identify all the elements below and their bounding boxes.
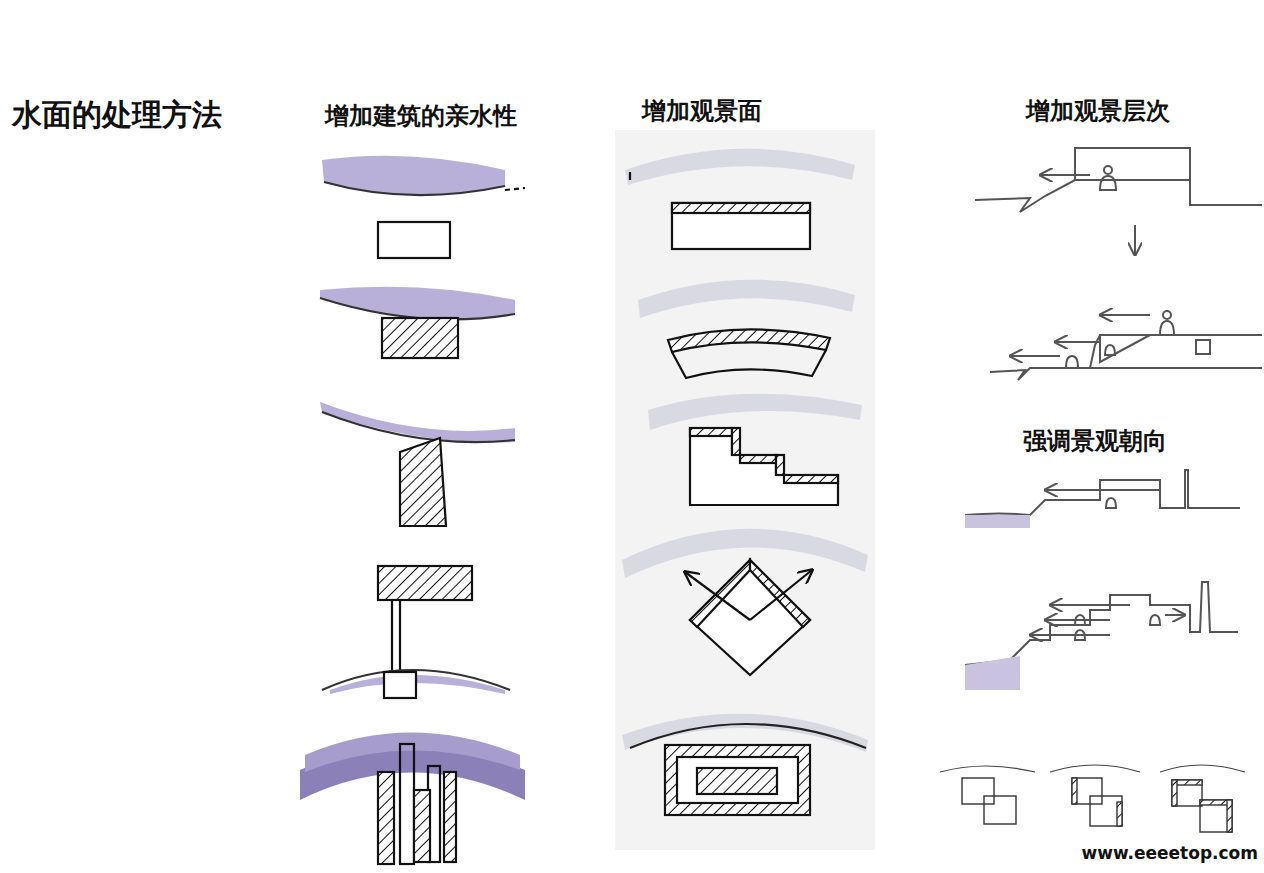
column-heading: 增加观景层次 <box>1026 95 1170 127</box>
page-title: 水面的处理方法 <box>12 95 222 136</box>
section-heading: 强调景观朝向 <box>1023 425 1167 457</box>
column-heading: 增加观景面 <box>642 95 762 127</box>
watermark: www.eeeetop.com <box>1081 843 1258 863</box>
column-heading: 增加建筑的亲水性 <box>325 100 517 132</box>
